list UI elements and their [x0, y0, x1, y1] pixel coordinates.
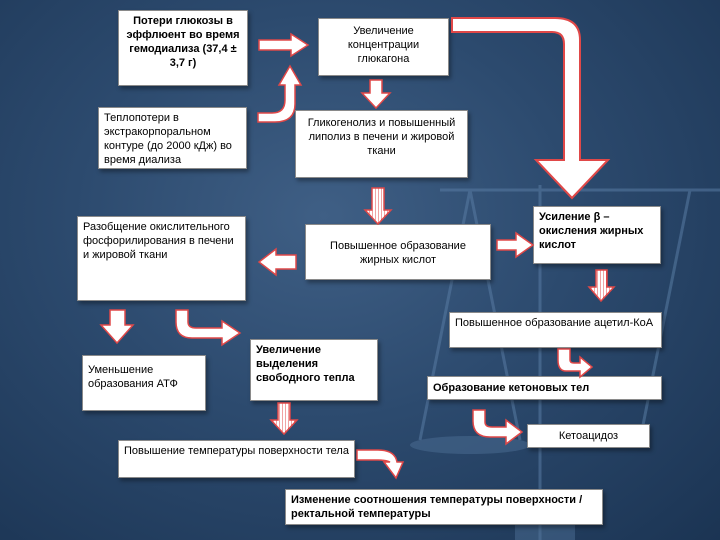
arrow-big-curved: [451, 17, 611, 200]
acetyl-coa-text: Повышенное образование ацетил-КоА: [455, 317, 654, 329]
temp-ratio-text: Изменение соотношения температуры поверх…: [291, 494, 583, 520]
ketoacidosis-text: Кетоацидоз: [558, 430, 619, 442]
arrow-down-1: [360, 79, 392, 110]
ketoacidosis-box: Кетоацидоз: [527, 424, 650, 448]
fatty-acids-text: Повышенное образование жирных кислот: [330, 240, 466, 266]
acetyl-coa-box: Повышенное образование ацетил-КоА: [449, 312, 662, 348]
glycogenolysis-box: Гликогенолиз и повышенный липолиз в пече…: [295, 110, 468, 178]
arrow-down-2: [99, 309, 135, 345]
fatty-acids-box: Повышенное образование жирных кислот: [305, 224, 491, 280]
arrow-up-curved-1: [257, 64, 303, 123]
hatched-arrow-3: [269, 402, 299, 436]
free-heat-text: Увеличение выделения свободного тепла: [256, 344, 355, 384]
ketones-text: Образование кетоновых тел: [433, 382, 590, 394]
glucose-loss-text: Потери глюкозы в эффлюент во время гемод…: [126, 15, 240, 69]
atp-text: Уменьшение образования АТФ: [88, 364, 178, 390]
arrow-curved-5: [557, 348, 594, 379]
surface-temp-text: Повышение температуры поверхности тела: [124, 445, 349, 457]
arrow-right-1: [258, 32, 310, 58]
surface-temp-box: Повышение температуры поверхности тела: [118, 440, 355, 478]
uncoupling-text: Разобщение окислительного фосфорилирован…: [83, 221, 234, 261]
heat-loss-text: Теплопотери в экстракорпоральном контуре…: [104, 112, 232, 166]
glucagon-box: Увеличение концентрации глюкагона: [318, 18, 449, 76]
beta-oxidation-box: Усиление β – окисления жирных кислот: [533, 206, 661, 264]
arrow-curved-2: [175, 309, 242, 347]
glycogenolysis-text: Гликогенолиз и повышенный липолиз в пече…: [307, 117, 456, 157]
heat-loss-box: Теплопотери в экстракорпоральном контуре…: [98, 107, 247, 169]
glucose-loss-box: Потери глюкозы в эффлюент во время гемод…: [118, 10, 248, 86]
hatched-arrow-1: [363, 187, 393, 226]
beta-oxidation-text: Усиление β – окисления жирных кислот: [539, 211, 644, 251]
uncoupling-box: Разобщение окислительного фосфорилирован…: [77, 216, 246, 301]
free-heat-box: Увеличение выделения свободного тепла: [250, 339, 378, 401]
temp-ratio-box: Изменение соотношения температуры поверх…: [285, 489, 603, 525]
glucagon-text: Увеличение концентрации глюкагона: [347, 25, 420, 65]
ketones-box: Образование кетоновых тел: [427, 376, 662, 400]
atp-box: Уменьшение образования АТФ: [82, 355, 206, 411]
arrow-left-1: [257, 247, 297, 277]
arrow-curved-4: [472, 409, 524, 446]
hatched-arrow-2: [587, 269, 616, 303]
arrow-curved-3: [356, 449, 405, 480]
arrow-right-2: [496, 231, 535, 259]
